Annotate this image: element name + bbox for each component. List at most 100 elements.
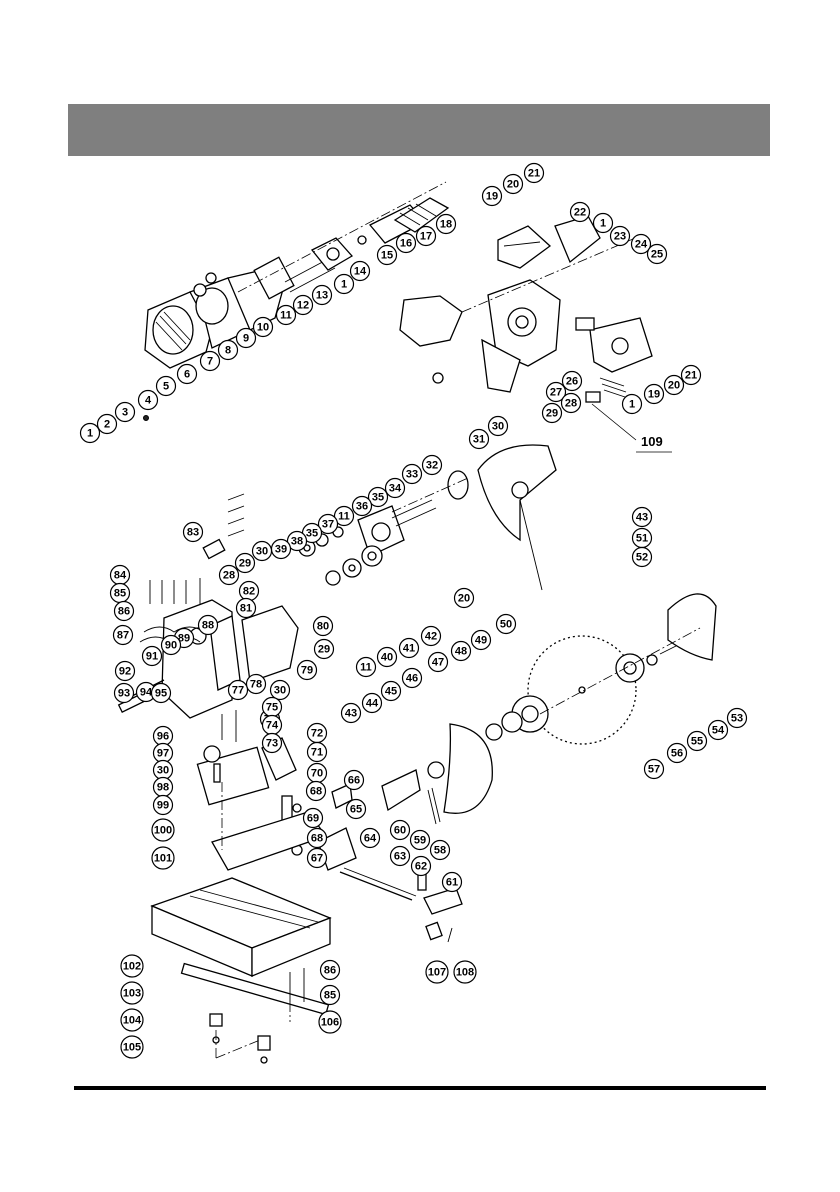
callout-circle <box>441 871 463 893</box>
callout-51: 51 <box>631 527 653 549</box>
callout-number: 103 <box>123 988 141 1000</box>
callout-87: 87 <box>112 624 134 646</box>
callout-number: 95 <box>155 688 167 700</box>
callout-21: 21 <box>523 162 545 184</box>
callout-circle <box>245 673 267 695</box>
callout-layer: 1234567891011121311415161718192021221232… <box>79 162 748 1059</box>
callout-35: 35 <box>301 522 323 544</box>
callout-circle <box>114 401 136 423</box>
callout-number: 90 <box>165 640 177 652</box>
callout-19: 19 <box>481 185 503 207</box>
callout-69: 69 <box>302 807 324 829</box>
callout-number: 70 <box>311 768 323 780</box>
callout-29: 29 <box>313 638 335 660</box>
callout-number: 1 <box>341 279 347 291</box>
callout-1: 1 <box>592 212 614 234</box>
callout-43: 43 <box>631 506 653 528</box>
callout-circle <box>592 212 614 234</box>
callout-circle <box>114 660 136 682</box>
callout-circle <box>631 506 653 528</box>
callout-number: 104 <box>123 1015 142 1027</box>
callout-number: 20 <box>507 179 519 191</box>
callout-number: 85 <box>324 990 336 1002</box>
callout-70: 70 <box>306 762 328 784</box>
callout-circle <box>453 960 477 984</box>
callout-circle <box>160 634 182 656</box>
callout-68: 68 <box>305 780 327 802</box>
callout-number: 52 <box>636 552 648 564</box>
callout-number: 3 <box>122 407 128 419</box>
callout-108: 108 <box>453 960 477 984</box>
callout-number: 45 <box>385 686 397 698</box>
callout-number: 48 <box>455 646 467 658</box>
callout-32: 32 <box>421 454 443 476</box>
callout-1: 1 <box>621 393 643 415</box>
callout-number: 64 <box>364 833 377 845</box>
callout-17: 17 <box>415 225 437 247</box>
callout-circle <box>311 284 333 306</box>
callout-circle <box>410 855 432 877</box>
base-assembly <box>150 811 332 1064</box>
callout-number: 108 <box>456 967 474 979</box>
callout-number: 8 <box>225 345 231 357</box>
callout-106: 106 <box>318 1010 342 1034</box>
callout-number: 65 <box>350 804 362 816</box>
callout-65: 65 <box>345 798 367 820</box>
callout-43: 43 <box>340 702 362 724</box>
callout-number: 14 <box>354 266 367 278</box>
callout-circle <box>468 428 490 450</box>
callout-2: 2 <box>96 413 118 435</box>
callout-79: 79 <box>296 659 318 681</box>
callout-circle <box>561 370 583 392</box>
callout-circle <box>355 656 377 678</box>
callout-number: 50 <box>500 619 512 631</box>
callout-circle <box>643 758 665 780</box>
callout-circle <box>120 954 144 978</box>
callout-number: 47 <box>432 657 444 669</box>
callout-19: 19 <box>643 383 665 405</box>
callout-23: 23 <box>609 225 631 247</box>
callout-circle <box>367 486 389 508</box>
callout-circle <box>151 846 175 870</box>
callout-circle <box>630 233 652 255</box>
callout-circle <box>286 530 308 552</box>
callout-circle <box>120 1035 144 1059</box>
callout-number: 33 <box>406 469 418 481</box>
callout-number: 71 <box>311 747 323 759</box>
callout-number: 99 <box>157 800 169 812</box>
callout-53: 53 <box>726 707 748 729</box>
callout-number: 105 <box>123 1042 141 1054</box>
callout-circle <box>234 552 256 574</box>
callout-number: 81 <box>240 603 252 615</box>
callout-number: 91 <box>146 651 158 663</box>
callout-number: 86 <box>118 606 130 618</box>
callout-62: 62 <box>410 855 432 877</box>
callout-number: 39 <box>275 544 287 556</box>
callout-48: 48 <box>450 640 472 662</box>
gear-train <box>298 470 469 586</box>
callout-circle <box>312 615 334 637</box>
callout-number: 63 <box>394 851 406 863</box>
callout-circle <box>359 827 381 849</box>
callout-circle <box>305 780 327 802</box>
callout-28: 28 <box>560 392 582 414</box>
callout-number: 30 <box>256 546 268 558</box>
callout-75: 75 <box>261 696 283 718</box>
callout-number: 30 <box>492 421 504 433</box>
callout-99: 99 <box>152 794 174 816</box>
callout-5: 5 <box>155 375 177 397</box>
callout-circle <box>235 327 257 349</box>
callout-circle <box>343 769 365 791</box>
callout-circle <box>218 564 240 586</box>
callout-number: 1 <box>629 399 635 411</box>
callout-49: 49 <box>470 629 492 651</box>
callout-number: 51 <box>636 533 648 545</box>
callout-number: 107 <box>428 967 446 979</box>
callout-33: 33 <box>401 463 423 485</box>
callout-number: 68 <box>311 833 323 845</box>
callout-circle <box>251 540 273 562</box>
callout-27: 27 <box>545 381 567 403</box>
callout-number: 55 <box>691 736 703 748</box>
callout-14: 14 <box>349 260 371 282</box>
